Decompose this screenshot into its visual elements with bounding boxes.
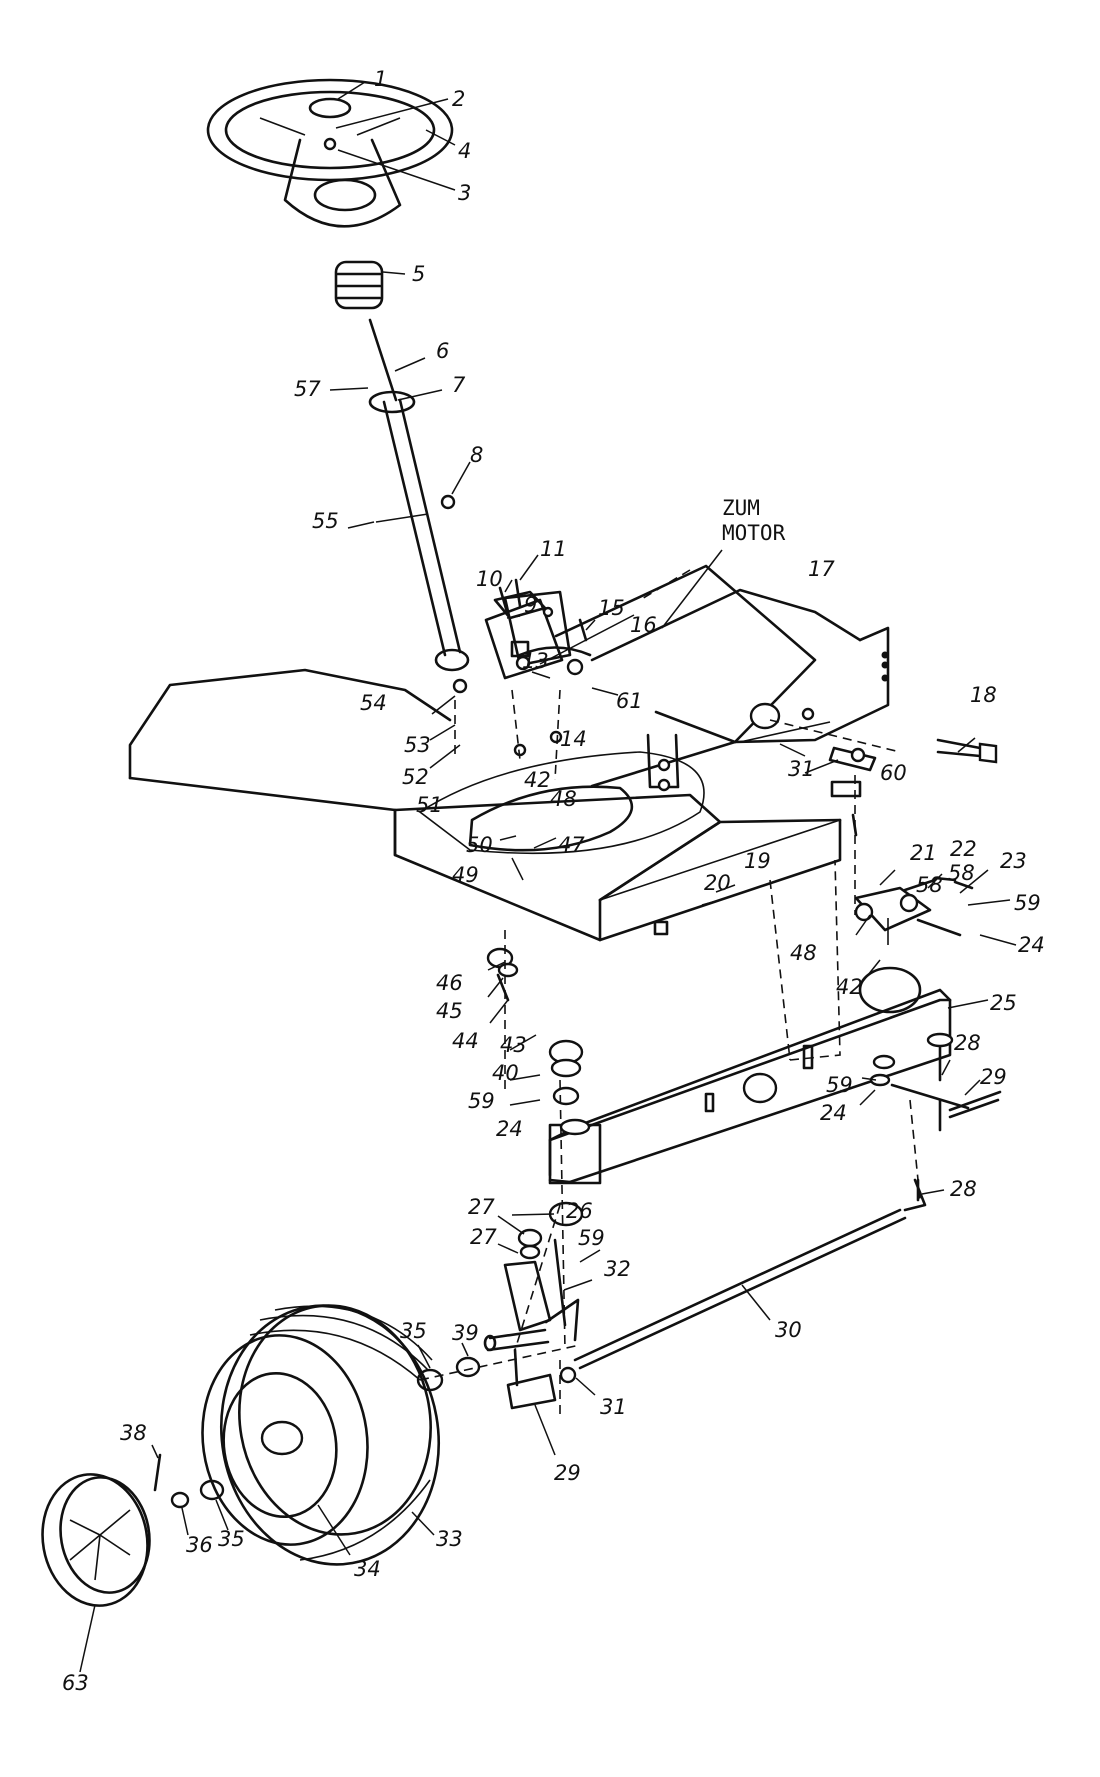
callout: 24	[820, 1101, 847, 1125]
callout: 27	[468, 1195, 495, 1219]
callout: 20	[704, 871, 731, 895]
callout: 22	[950, 837, 977, 861]
callout: 17	[808, 557, 835, 581]
callout-labels: 1 2 4 3 5 6 7 57 8 55 11 10 9 15 16 13 1…	[62, 67, 1045, 1695]
callout: 16	[630, 613, 657, 637]
callout: 10	[476, 567, 503, 591]
note-line-2: MOTOR	[722, 521, 786, 545]
callout: 59	[468, 1089, 495, 1113]
callout: 59	[826, 1073, 853, 1097]
callout: 36	[186, 1533, 213, 1557]
callout: 39	[452, 1321, 479, 1345]
callout: 4	[458, 139, 471, 163]
callout: 40	[492, 1061, 519, 1085]
callout: 35	[400, 1319, 427, 1343]
callout: 42	[836, 975, 863, 999]
callout: 44	[452, 1029, 479, 1053]
hub-cap	[41, 1473, 151, 1607]
callout: 63	[62, 1671, 89, 1695]
callout: 31	[600, 1395, 627, 1419]
callout: 54	[360, 691, 387, 715]
callout: 55	[312, 509, 339, 533]
callout: 53	[404, 733, 431, 757]
washers	[486, 947, 896, 1260]
callout: 42	[524, 768, 551, 792]
ball-joint-left	[506, 1348, 577, 1410]
callout: 14	[560, 727, 587, 751]
callout: 9	[524, 593, 537, 617]
callout: 49	[452, 863, 479, 887]
callout: 24	[496, 1117, 523, 1141]
callout: 15	[598, 596, 625, 620]
alignment-lines	[419, 569, 921, 1420]
zum-motor-note: ZUM MOTOR	[661, 496, 786, 629]
leader-lines	[79, 81, 1017, 1673]
callout: 32	[604, 1257, 631, 1281]
callout: 29	[980, 1065, 1007, 1089]
callout: 29	[554, 1461, 581, 1485]
callout: 59	[1014, 891, 1041, 915]
callout: 52	[402, 765, 429, 789]
callout: 3	[458, 181, 471, 205]
callout: 48	[790, 941, 817, 965]
steering-shaft	[368, 318, 470, 672]
callout: 57	[294, 377, 321, 401]
callout: 6	[436, 339, 449, 363]
engine-bracket	[554, 564, 890, 792]
callout: 46	[436, 971, 463, 995]
callout: 5	[412, 262, 425, 286]
spindle-left	[483, 1238, 580, 1352]
callout: 18	[970, 683, 997, 707]
callout: 45	[436, 999, 463, 1023]
note-line-1: ZUM	[722, 496, 760, 520]
callout: 2	[452, 87, 465, 111]
callout: 60	[880, 761, 907, 785]
callout: 30	[775, 1318, 802, 1342]
callout: 1	[374, 67, 387, 91]
callout: 33	[436, 1527, 463, 1551]
callout: 58	[948, 861, 975, 885]
callout: 50	[466, 833, 493, 857]
steering-arm-right	[890, 1032, 1002, 1132]
callout: 61	[616, 689, 643, 713]
upper-right-arm	[854, 876, 974, 945]
callout: 26	[566, 1199, 593, 1223]
front-axle	[548, 966, 952, 1185]
callout: 7	[452, 373, 466, 397]
callout: 43	[500, 1033, 527, 1057]
callout: 48	[550, 787, 577, 811]
callout: 58	[916, 873, 943, 897]
bolt-18	[936, 738, 998, 764]
steering-wheel	[206, 78, 454, 228]
callout: 34	[354, 1557, 381, 1581]
callout: 25	[990, 991, 1017, 1015]
callout: 28	[954, 1031, 981, 1055]
front-wheel	[201, 1304, 441, 1566]
callout: 47	[558, 833, 585, 857]
callout: 19	[744, 849, 771, 873]
callout: 38	[120, 1421, 147, 1445]
callout: 31	[788, 757, 815, 781]
column-boot	[334, 260, 384, 310]
frame-chassis	[128, 668, 842, 942]
callout: 35	[218, 1527, 245, 1551]
callout: 59	[578, 1226, 605, 1250]
callout: 11	[540, 537, 567, 561]
callout: 51	[416, 793, 443, 817]
callout: 21	[910, 841, 937, 865]
callout: 8	[470, 443, 483, 467]
hub-parts	[153, 1356, 481, 1509]
pivot-link	[828, 746, 877, 772]
callout: 13	[522, 649, 549, 673]
callout: 27	[470, 1225, 497, 1249]
callout: 23	[1000, 849, 1027, 873]
callout: 24	[1018, 933, 1045, 957]
callout: 28	[950, 1177, 977, 1201]
tie-rod	[573, 1178, 927, 1370]
